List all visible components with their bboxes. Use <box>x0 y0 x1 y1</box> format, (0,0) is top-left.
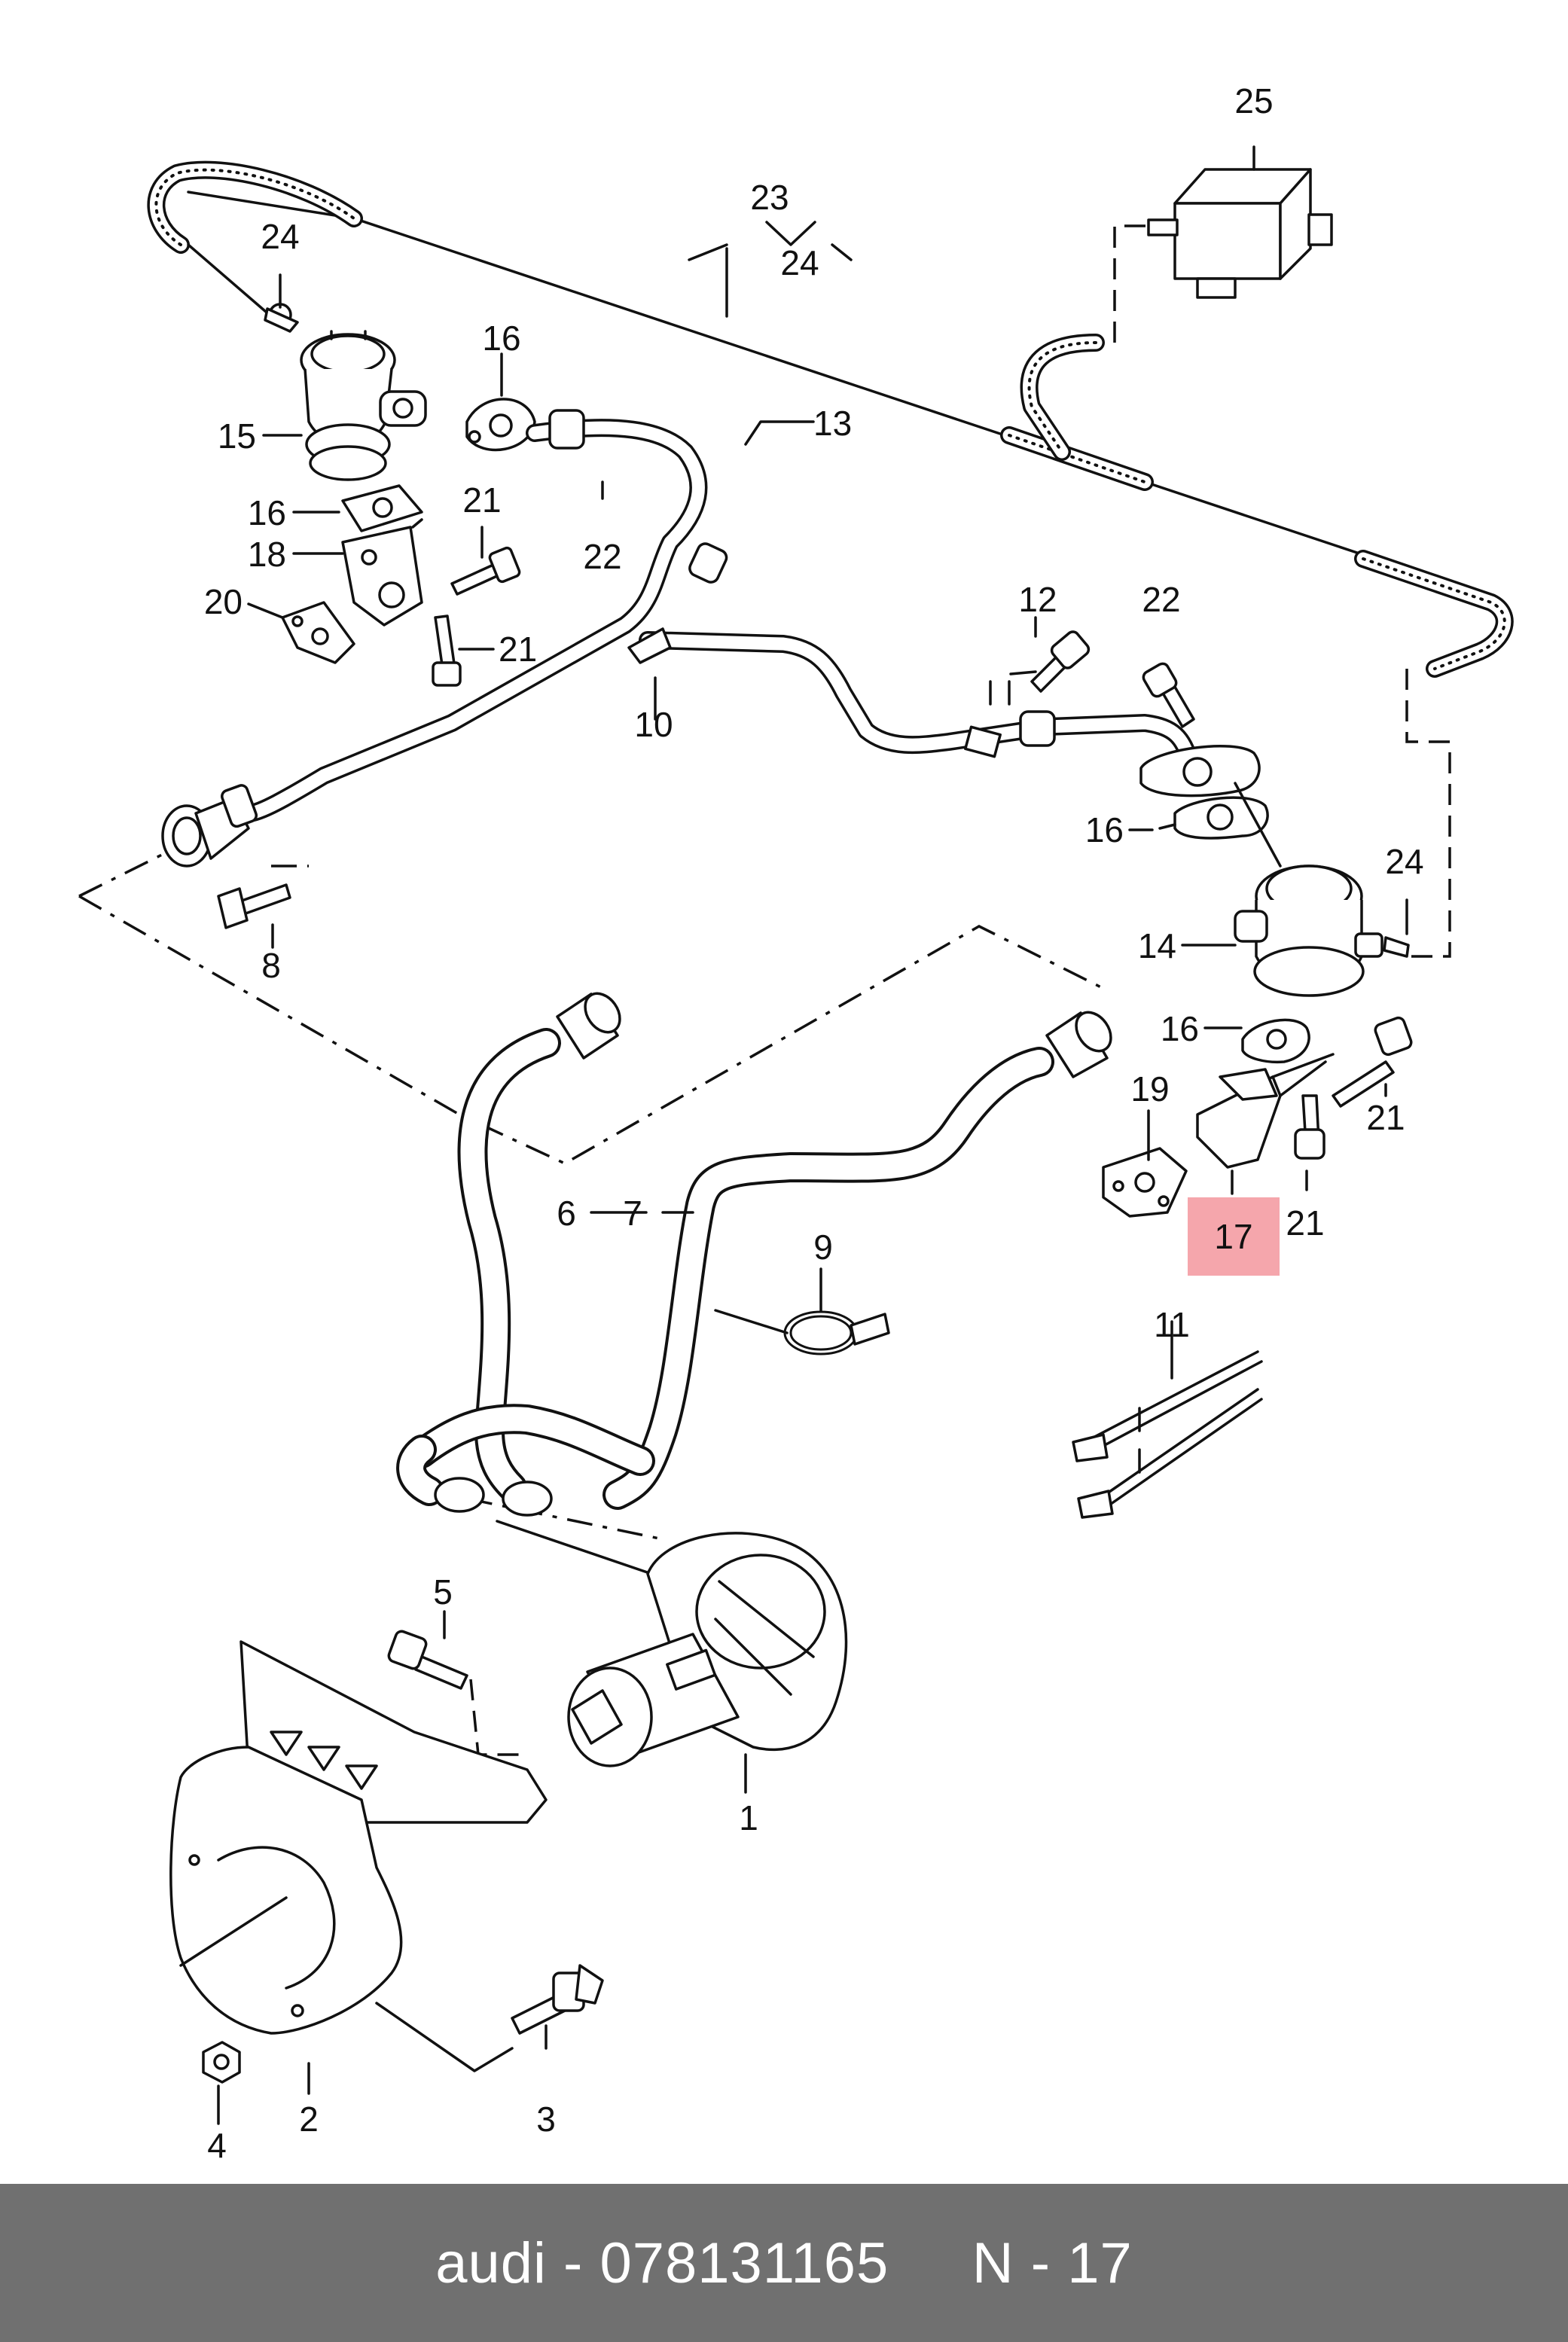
gasket-16-upper-left <box>465 398 536 452</box>
leader-lines <box>247 221 1408 1312</box>
bolt-12 <box>1030 616 1091 693</box>
bolt-8 <box>217 883 291 949</box>
label-21-c: 21 <box>1366 1098 1405 1137</box>
label-3: 3 <box>536 2100 556 2139</box>
pipe-fitting-left <box>161 784 258 868</box>
label-24-left: 24 <box>261 217 299 256</box>
bracket-18 <box>341 518 423 627</box>
label-23: 23 <box>750 178 789 217</box>
nut-4 <box>202 2041 241 2125</box>
label-9: 9 <box>813 1227 833 1267</box>
label-5: 5 <box>433 1572 453 1612</box>
label-10: 10 <box>634 705 673 744</box>
label-17: 17 <box>1214 1217 1252 1256</box>
combination-valve-14 <box>1234 865 1410 997</box>
label-6: 6 <box>557 1194 576 1233</box>
label-21-b: 21 <box>499 630 537 669</box>
label-7: 7 <box>623 1194 642 1233</box>
label-1: 1 <box>739 1798 758 1837</box>
label-16-top-left: 16 <box>482 319 520 358</box>
label-18: 18 <box>248 535 286 574</box>
label-16-mid-left: 16 <box>248 493 286 532</box>
label-2: 2 <box>299 2100 319 2139</box>
exploded-parts-diagram: 25 23 24 24 16 15 13 16 21 22 18 20 21 1… <box>78 81 1514 2165</box>
bolt-22-right <box>1142 662 1195 728</box>
label-21-d: 21 <box>1286 1203 1324 1243</box>
secondary-air-pump-1 <box>567 1532 848 1794</box>
bracket-17 <box>1196 1053 1335 1169</box>
clamp-9 <box>714 1309 890 1355</box>
label-22-right: 22 <box>1142 580 1180 619</box>
label-21-a: 21 <box>462 480 501 520</box>
gasket-16-lower-left <box>341 484 423 532</box>
pipe-10 <box>239 409 1033 822</box>
label-24-right: 24 <box>1385 842 1423 881</box>
part-labels: 25 23 24 24 16 15 13 16 21 22 18 20 21 1… <box>204 81 1424 2165</box>
hose-branch-lower <box>396 1404 664 1579</box>
hose-7 <box>602 1011 1112 1510</box>
label-24-top: 24 <box>780 243 819 282</box>
label-14: 14 <box>1138 926 1176 965</box>
bolts-21-right <box>1294 1016 1413 1160</box>
label-11: 11 <box>1154 1305 1190 1344</box>
label-19: 19 <box>1130 1069 1169 1108</box>
gasket-16-right-mid <box>1158 782 1282 868</box>
label-20: 20 <box>204 582 243 621</box>
bolt-3 <box>375 1964 604 2072</box>
label-16-right-upper: 16 <box>1085 810 1124 849</box>
footer-bar: audi - 078131165 N - 17 <box>0 2184 1568 2342</box>
hose-6 <box>457 992 621 1502</box>
label-16-right-lower: 16 <box>1161 1009 1199 1048</box>
bolt-5 <box>387 1610 527 1756</box>
bracket-2 <box>169 1640 548 2095</box>
dashed-guide-pump <box>271 865 667 1542</box>
gasket-16-right-lower <box>1241 1018 1310 1064</box>
label-4: 4 <box>207 2126 227 2165</box>
label-13: 13 <box>813 404 852 443</box>
bolts-21-left <box>432 546 521 687</box>
footer-part-number: audi - 078131165 N - 17 <box>435 2231 1133 2295</box>
highlight-part-17 <box>1188 1197 1280 1276</box>
gasket-16-right-upper <box>1139 745 1261 797</box>
vacuum-line-23 <box>147 160 1514 958</box>
label-25: 25 <box>1234 81 1273 120</box>
solenoid-valve-25 <box>1147 145 1333 299</box>
gasket-19 <box>1102 1147 1188 1218</box>
label-22-left: 22 <box>583 537 621 576</box>
cable-ties-11 <box>1072 1320 1263 1519</box>
gasket-20 <box>281 601 355 664</box>
dashed-guide-left <box>78 849 1108 1165</box>
label-12: 12 <box>1018 580 1057 619</box>
label-15: 15 <box>218 416 256 456</box>
label-8: 8 <box>261 946 281 985</box>
combination-valve-15 <box>264 303 427 481</box>
